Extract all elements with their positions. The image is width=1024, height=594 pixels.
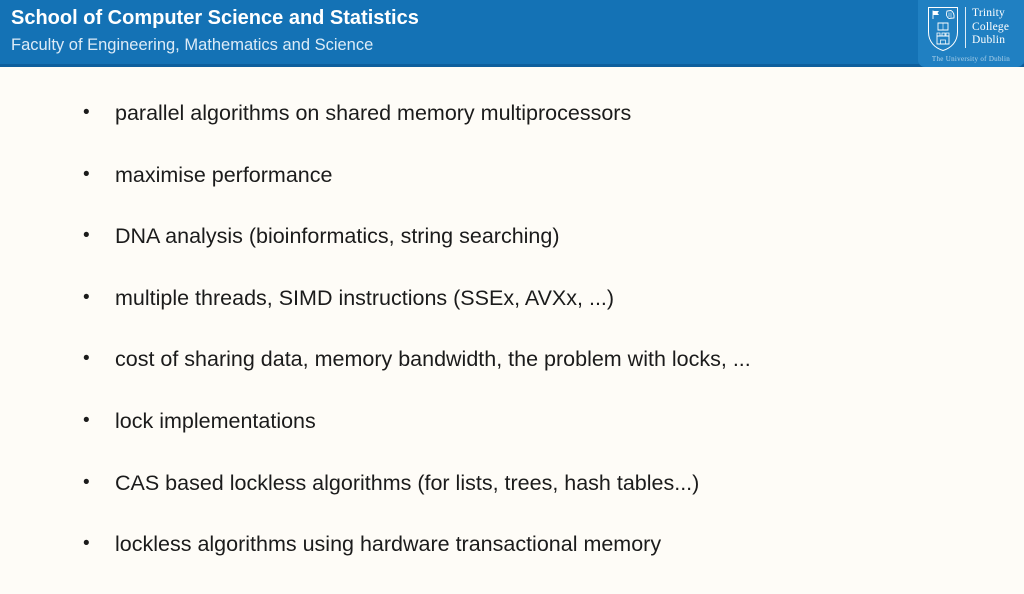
bullet-item: • lockless algorithms using hardware tra… <box>83 532 994 556</box>
bullet-text: lockless algorithms using hardware trans… <box>115 532 662 557</box>
bullet-icon: • <box>83 286 90 308</box>
logo-line: Trinity <box>972 7 1005 19</box>
bullet-text: multiple threads, SIMD instructions (SSE… <box>115 285 615 310</box>
bullet-icon: • <box>83 409 90 431</box>
bullet-icon: • <box>83 102 90 123</box>
bullet-item: • DNA analysis (bioinformatics, string s… <box>83 224 994 248</box>
bullet-text: DNA analysis (bioinformatics, string sea… <box>115 224 560 249</box>
bullet-item: • multiple threads, SIMD instructions (S… <box>83 286 994 310</box>
bullet-text: CAS based lockless algorithms (for lists… <box>115 470 700 495</box>
bullet-icon: • <box>83 348 90 370</box>
bullet-item: • parallel algorithms on shared memory m… <box>83 101 994 125</box>
bullet-icon: • <box>83 533 90 555</box>
bullet-item: • lock implementations <box>83 409 994 433</box>
trinity-crest-icon <box>928 7 958 52</box>
bullet-icon: • <box>83 163 90 185</box>
page-subtitle: Faculty of Engineering, Mathematics and … <box>11 36 374 54</box>
trinity-logo: Trinity College Dublin The University of… <box>918 0 1024 67</box>
bullet-item: • CAS based lockless algorithms (for lis… <box>83 471 994 495</box>
bullet-text: cost of sharing data, memory bandwidth, … <box>115 347 751 372</box>
bullet-item: • cost of sharing data, memory bandwidth… <box>83 347 994 371</box>
bullet-text: parallel algorithms on shared memory mul… <box>115 101 632 125</box>
bullet-text: lock implementations <box>115 408 316 433</box>
topic-bullet-list: • parallel algorithms on shared memory m… <box>83 101 994 594</box>
logo-line: Dublin <box>972 34 1006 46</box>
bullet-icon: • <box>83 225 90 247</box>
trinity-logo-wordmark: Trinity College Dublin <box>965 7 1009 48</box>
page-title: School of Computer Science and Statistic… <box>11 7 419 29</box>
bullet-text: maximise performance <box>115 162 333 187</box>
bullet-icon: • <box>83 471 90 493</box>
slide-header: School of Computer Science and Statistic… <box>0 0 1024 67</box>
logo-tagline: The University of Dublin <box>931 55 1011 63</box>
logo-line: College <box>972 20 1010 33</box>
bullet-item: • maximise performance <box>83 163 994 187</box>
